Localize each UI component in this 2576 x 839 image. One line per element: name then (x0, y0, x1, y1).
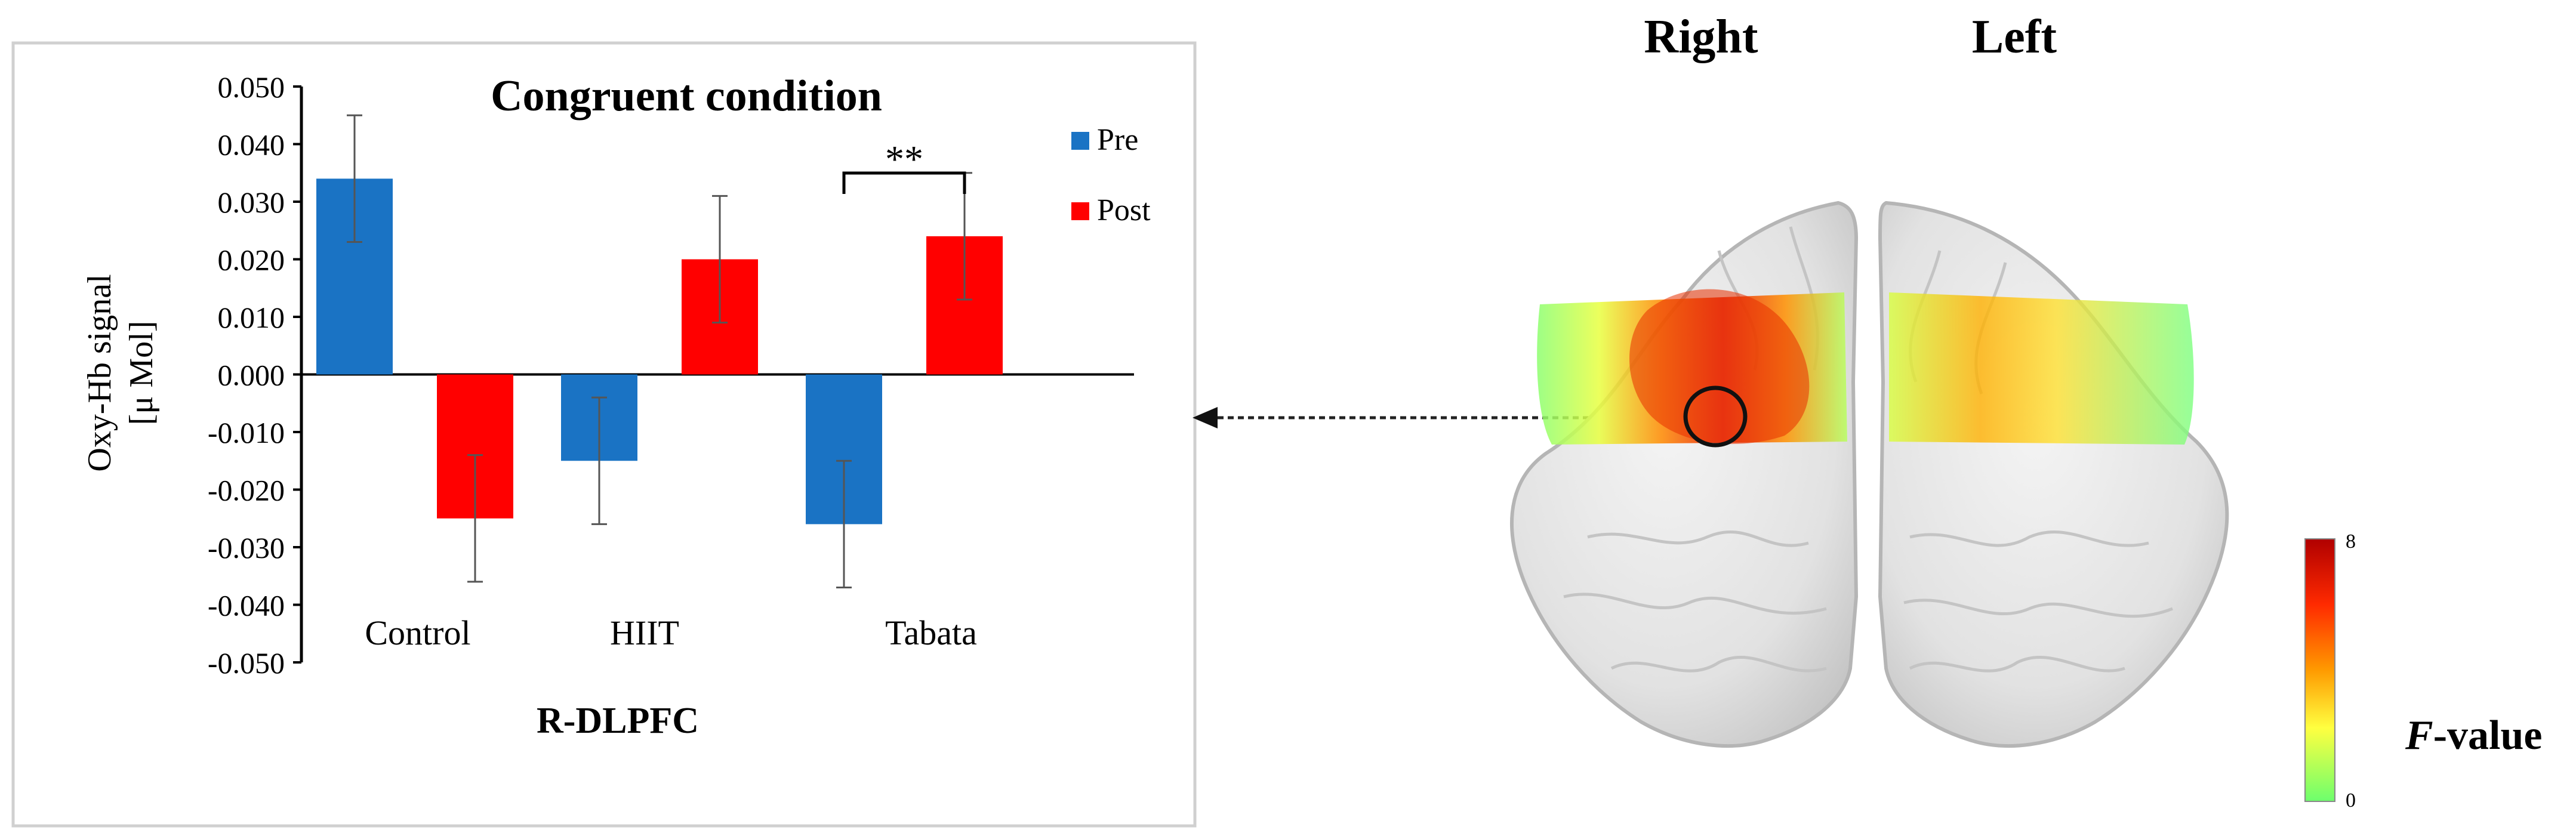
significance-marker: ** (885, 138, 923, 180)
activation-hotspot (1629, 289, 1810, 445)
y-tick-label: 0.030 (218, 186, 285, 219)
legend-swatch-pre (1071, 132, 1089, 150)
chart-title: Congruent condition (491, 72, 882, 121)
y-tick-label: -0.030 (208, 531, 285, 565)
brain-label-left: Left (1972, 11, 2057, 63)
legend-swatch-post (1071, 202, 1089, 220)
bar-chart: 0.050 0.040 0.030 0.020 0.010 0.000 -0.010 -0.0… (81, 70, 1151, 741)
significance-bracket (842, 171, 966, 194)
y-tick-label: -0.050 (208, 646, 285, 680)
colorbar-gradient (2304, 538, 2335, 802)
activation-band-left (1889, 292, 2194, 445)
y-tick-label: 0.020 (218, 243, 285, 277)
pointer-arrowhead (1193, 407, 1218, 428)
y-tick-label: -0.010 (208, 416, 285, 449)
category-label: HIIT (610, 613, 679, 652)
category-label: Tabata (885, 613, 977, 652)
legend-label-pre: Pre (1097, 123, 1138, 157)
y-tick-label: -0.040 (208, 589, 285, 622)
brain-label-right: Right (1644, 11, 1758, 63)
legend-label-post: Post (1097, 193, 1151, 227)
colorbar-min-label: 0 (2346, 789, 2356, 812)
y-axis-label: Oxy-Hb signal[μ Mol] (81, 274, 160, 471)
colorbar-title: F-value (2405, 712, 2542, 758)
category-label: Control (365, 613, 470, 652)
roi-circle (1683, 385, 1748, 448)
y-tick-label: 0.000 (218, 359, 285, 392)
y-tick-label: -0.020 (208, 474, 285, 507)
y-tick-label: 0.050 (218, 70, 285, 104)
colorbar-max-label: 8 (2346, 530, 2356, 553)
y-tick-label: 0.010 (218, 301, 285, 334)
y-tick-label: 0.040 (218, 128, 285, 162)
x-axis-label: R-DLPFC (537, 701, 699, 741)
brain-illustration: Right Left (1510, 11, 2229, 748)
brain-right-hemisphere (1510, 201, 1859, 748)
colorbar: 8 0 F-value (2304, 530, 2542, 812)
